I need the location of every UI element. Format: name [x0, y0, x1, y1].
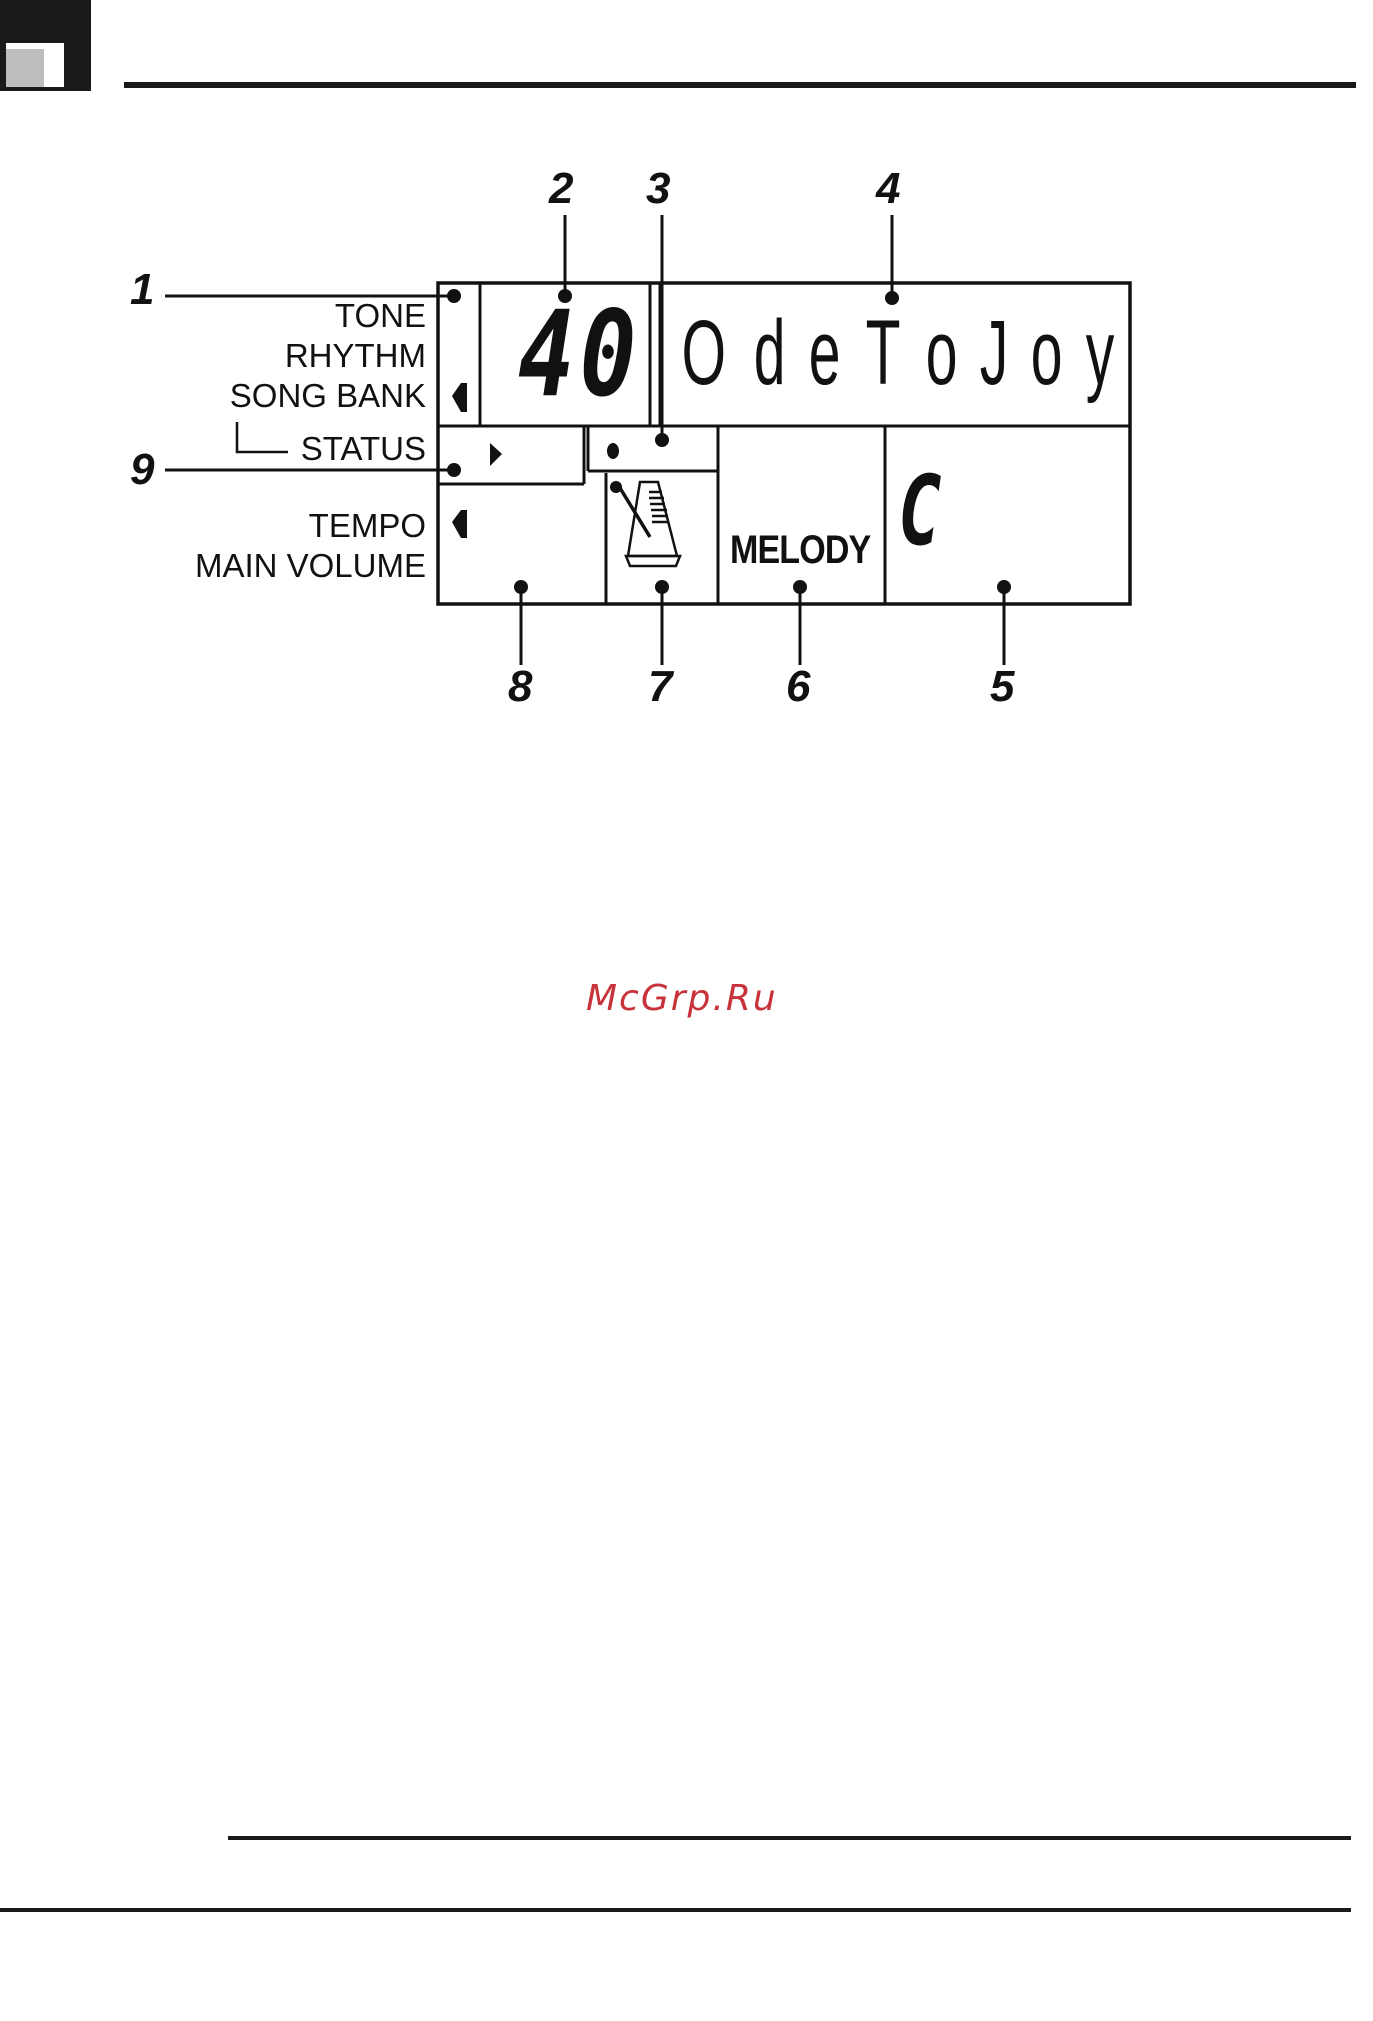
footer-rule-lower — [0, 1908, 1351, 1912]
melody-label: MELODY — [730, 528, 870, 573]
chord-display: C — [898, 456, 941, 566]
name-char: J — [980, 301, 1009, 406]
footer-rule-upper — [228, 1836, 1351, 1840]
name-char: o — [1031, 301, 1063, 406]
watermark: McGrp.Ru — [586, 978, 778, 1019]
name-char: d — [754, 301, 786, 406]
name-char: o — [925, 301, 957, 406]
program-number: 40 — [518, 284, 641, 424]
song-bank-indicator — [452, 383, 467, 412]
song-name-display: O d e T o J o y — [668, 298, 1123, 408]
metronome-icon — [620, 482, 680, 566]
beat-indicator — [607, 443, 619, 459]
status-play-indicator — [490, 443, 502, 466]
status-bracket — [237, 422, 288, 452]
name-char: O — [682, 301, 726, 406]
tempo-indicator — [452, 510, 467, 538]
name-char: e — [809, 301, 841, 406]
name-char: T — [866, 301, 901, 406]
name-char: y — [1086, 301, 1115, 406]
